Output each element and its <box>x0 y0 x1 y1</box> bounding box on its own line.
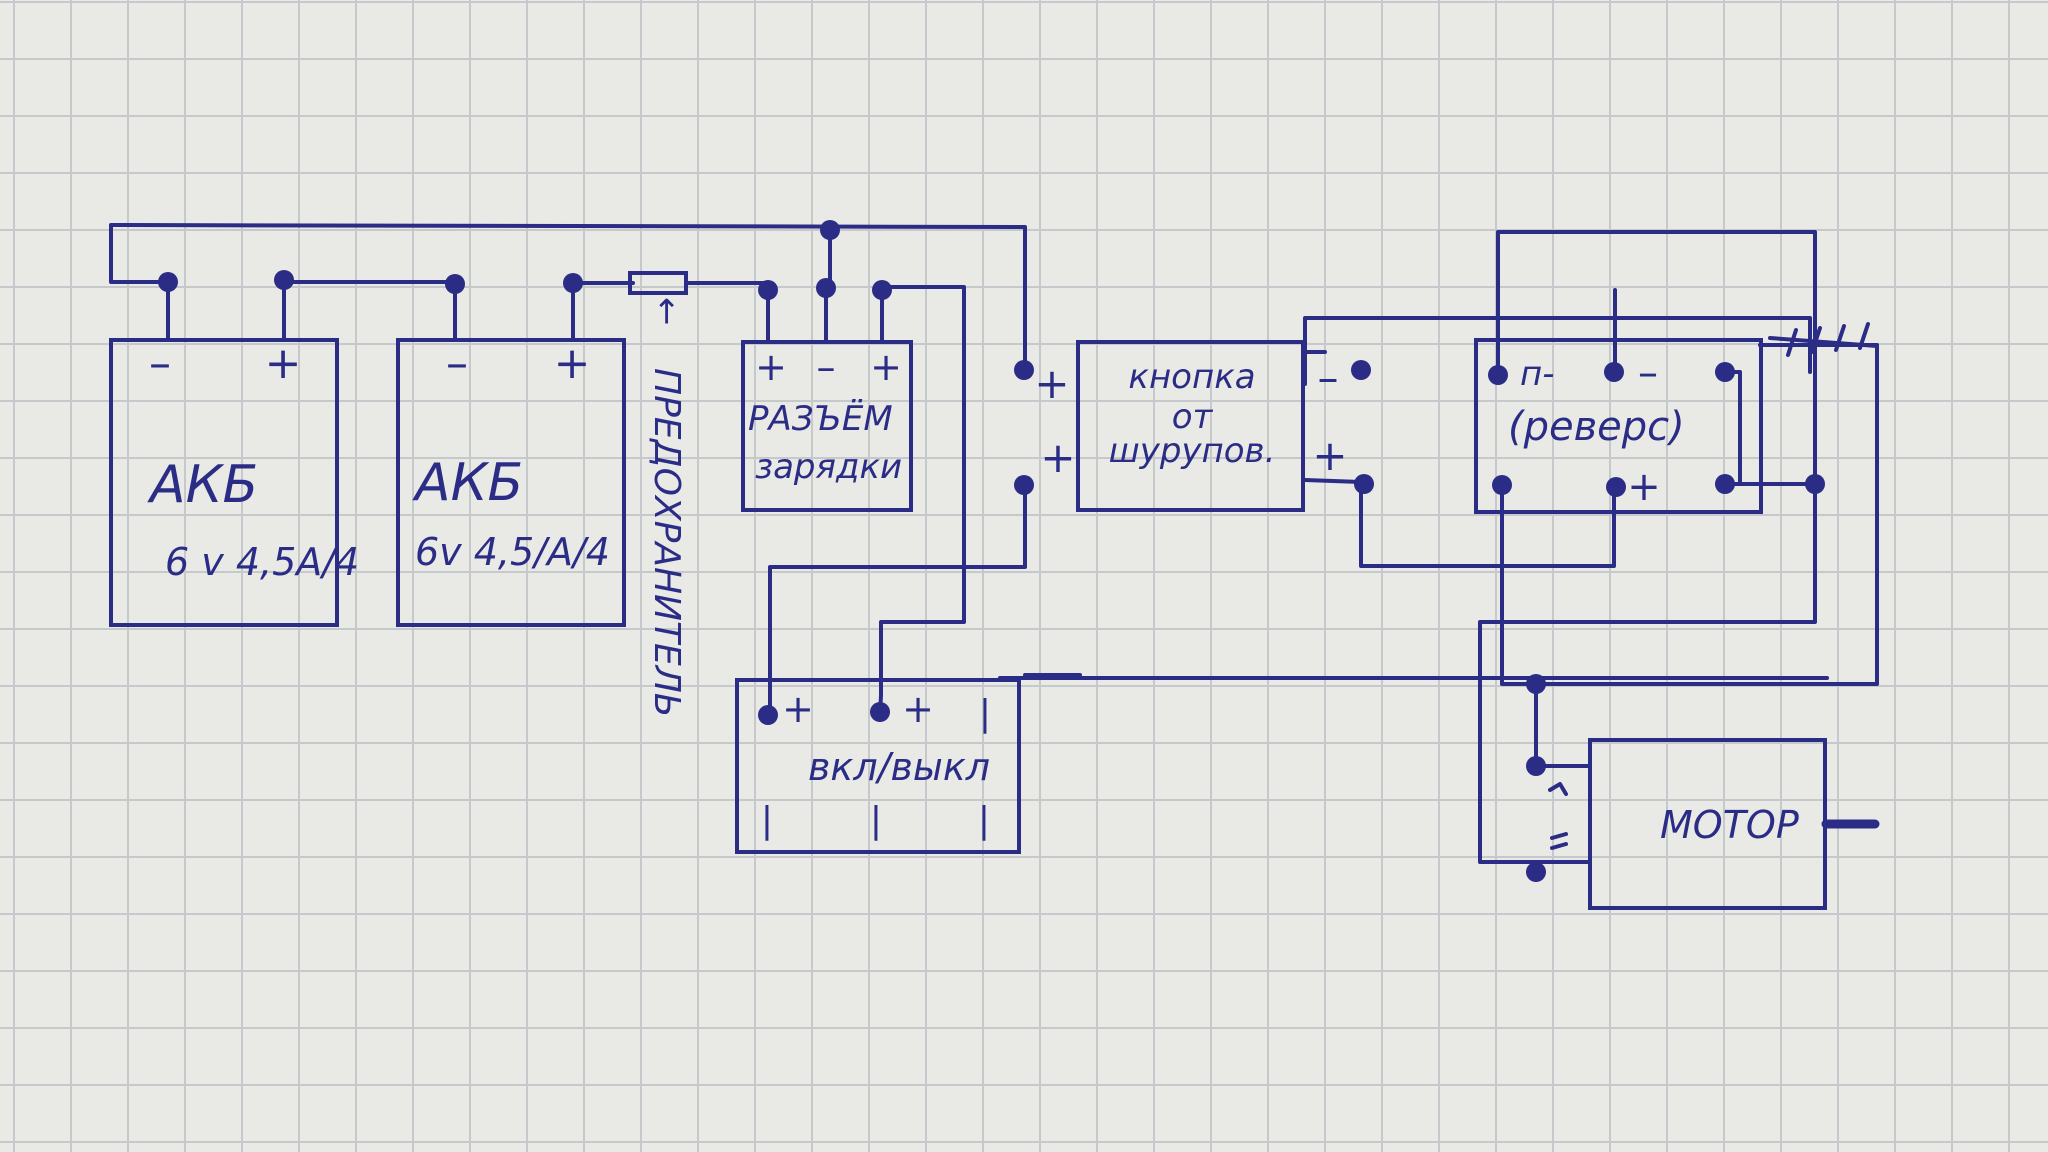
onoff-label: вкл/выкл <box>808 745 990 789</box>
onoff-switch-box <box>735 678 1021 854</box>
junction-dot <box>1492 475 1512 495</box>
junction-dot <box>1014 360 1034 380</box>
motor-label: МОТОР <box>1660 803 1799 847</box>
battery-1-plus: + <box>265 338 302 389</box>
junction-dot <box>445 274 465 294</box>
junction-dot <box>158 272 178 292</box>
junction-dot <box>1488 365 1508 385</box>
junction-dot <box>816 278 836 298</box>
junction-dot <box>1805 474 1825 494</box>
battery-2-title: АКБ <box>412 453 523 513</box>
junction-dot <box>274 270 294 290</box>
reverse-plus: + <box>1627 464 1661 510</box>
charge-port-pin-1: + <box>755 345 787 389</box>
fuse-arrow: ← <box>647 297 687 326</box>
charge-port-label-1: РАЗЪЁМ <box>748 399 893 439</box>
button-label-3: шурупов. <box>1109 431 1276 471</box>
junction-dot <box>1354 474 1374 494</box>
reverse-label: (реверс) <box>1508 404 1685 450</box>
battery-2-plus: + <box>554 338 591 389</box>
junction-dot <box>758 280 778 300</box>
button-plus-out: + <box>1312 431 1347 480</box>
onoff-bottom-pin-3: | <box>978 800 990 841</box>
junction-dot <box>1715 474 1735 494</box>
junction-dot <box>1604 362 1624 382</box>
button-label-2: от <box>1172 397 1214 437</box>
battery-1-box <box>109 338 339 627</box>
battery-1-minus: – <box>149 338 171 389</box>
junction-dots <box>158 220 1825 882</box>
motor-terminal-marks <box>1548 782 1568 850</box>
battery-1-spec: 6 v 4,5A/4 <box>165 540 359 584</box>
junction-dot <box>1014 475 1034 495</box>
charge-port-pin-3: + <box>870 345 902 389</box>
button-label-1: кнопка <box>1128 357 1255 397</box>
battery-1-title: АКБ <box>147 455 258 515</box>
onoff-pin-1: + <box>782 687 814 731</box>
onoff-bottom-pin-1: | <box>761 800 773 841</box>
junction-dot <box>758 705 778 725</box>
onoff-pin-2: + <box>902 687 934 731</box>
junction-dot <box>563 273 583 293</box>
battery-2-spec: 6v 4,5/A/4 <box>415 530 610 574</box>
battery-2-minus: – <box>446 338 468 389</box>
reverse-minus: – <box>1638 350 1658 396</box>
junction-dot <box>872 280 892 300</box>
junction-dot <box>1526 862 1546 882</box>
junction-dot <box>1351 360 1371 380</box>
charge-port-label-2: зарядки <box>755 447 902 487</box>
onoff-bottom-pin-2: | <box>870 800 882 841</box>
reverse-switch-box <box>1474 338 1763 514</box>
fuse-label: ПРЕДОХРАНИТЕЛЬ <box>646 368 687 718</box>
fuse-body <box>628 271 688 295</box>
junction-dot <box>870 702 890 722</box>
junction-dot <box>1526 756 1546 776</box>
screwdriver-button-box <box>1076 340 1305 512</box>
wires <box>109 223 1879 864</box>
junction-dot <box>820 220 840 240</box>
reverse-p-label: п- <box>1520 354 1555 394</box>
button-plus-in-bottom: + <box>1040 433 1075 482</box>
junction-dot <box>1526 674 1546 694</box>
junction-dot <box>1715 362 1735 382</box>
button-minus-out: – <box>1318 353 1339 402</box>
charge-port-pin-2: – <box>817 345 836 389</box>
battery-2-box <box>396 338 626 627</box>
button-plus-in-top: + <box>1034 359 1069 408</box>
onoff-pin-3: | <box>979 693 991 734</box>
junction-dot <box>1606 477 1626 497</box>
